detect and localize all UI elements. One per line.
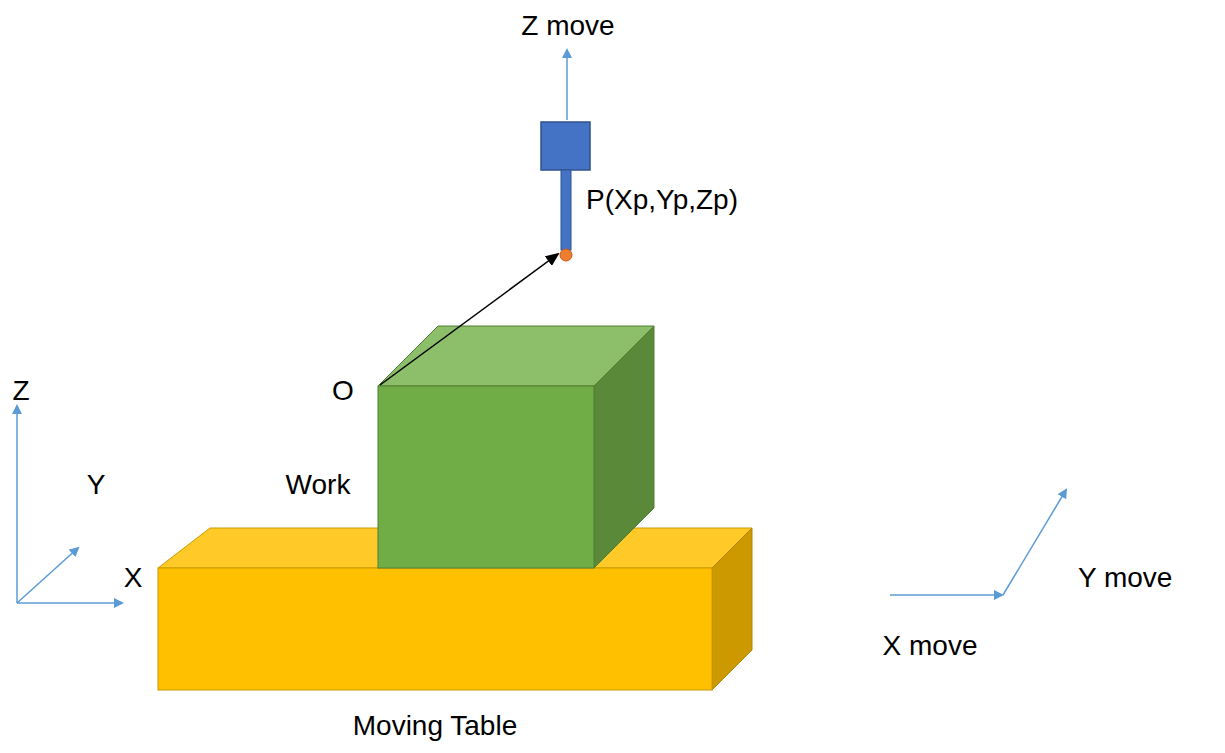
axis-move-label: Z move [521,11,614,42]
axis-move-label: Y move [1078,563,1172,594]
position-vector [380,254,558,385]
axis-move-label: X move [883,631,978,662]
axis-label: Z [12,376,29,407]
part-label: Moving Table [353,711,517,742]
axis-label: X [124,563,143,594]
point-label: P(Xp,Yp,Zp) [586,185,738,216]
move-arrows [890,490,1066,595]
axes [17,406,122,603]
part-label: Work [286,470,351,501]
probe [541,50,590,261]
work-cube [378,326,654,568]
axis-label: Y [87,470,106,501]
origin-label: O [332,376,354,407]
